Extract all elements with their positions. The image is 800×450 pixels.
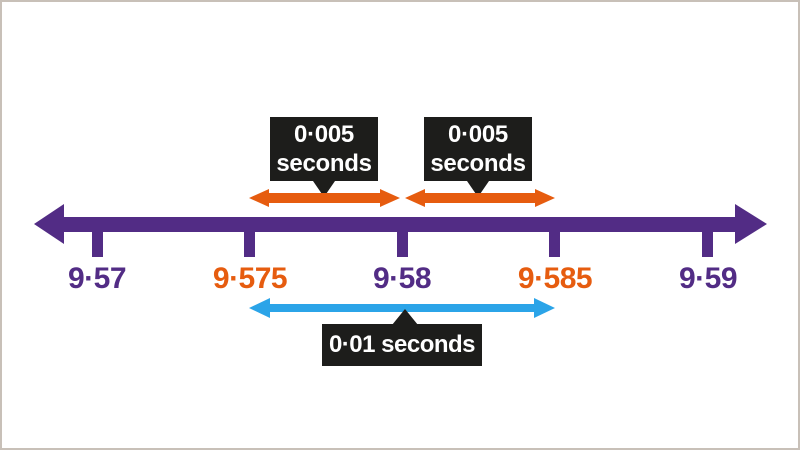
total-arrow-shaft [268,304,536,312]
tick-label-9-575: 9·575 [212,262,288,295]
tick-mark [549,217,560,257]
callout-interval-left-value: 0·005 [294,121,354,148]
callout-interval-right-value: 0·005 [448,121,508,148]
arrowhead-right-icon [380,189,400,207]
arrowhead-left-icon [249,298,270,318]
tick-mark [702,217,713,257]
arrowhead-right-icon [535,189,555,207]
callout-interval-left-unit: seconds [276,150,372,177]
arrowhead-left-icon [405,189,425,207]
callout-total: 0·01 seconds [322,324,482,366]
tick-mark [92,217,103,257]
callout-interval-right: 0·005 seconds [424,117,532,181]
callout-total-label: 0·01 seconds [328,331,476,358]
interval-arrow-right-shaft [423,193,537,203]
interval-arrow-left-shaft [267,193,382,203]
arrowhead-left-icon [249,189,269,207]
callout-interval-right-unit: seconds [430,150,526,177]
arrowhead-right-icon [534,298,555,318]
number-line-arrowhead-right-icon [735,204,767,244]
tick-label-9-59: 9·59 [678,262,738,295]
tick-label-9-58: 9·58 [372,262,432,295]
tick-mark [244,217,255,257]
tick-label-9-585: 9·585 [517,262,593,295]
callout-interval-left: 0·005 seconds [270,117,378,181]
tick-label-9-57: 9·57 [67,262,127,295]
tick-mark [397,217,408,257]
callout-pointer-up-icon [392,309,418,325]
